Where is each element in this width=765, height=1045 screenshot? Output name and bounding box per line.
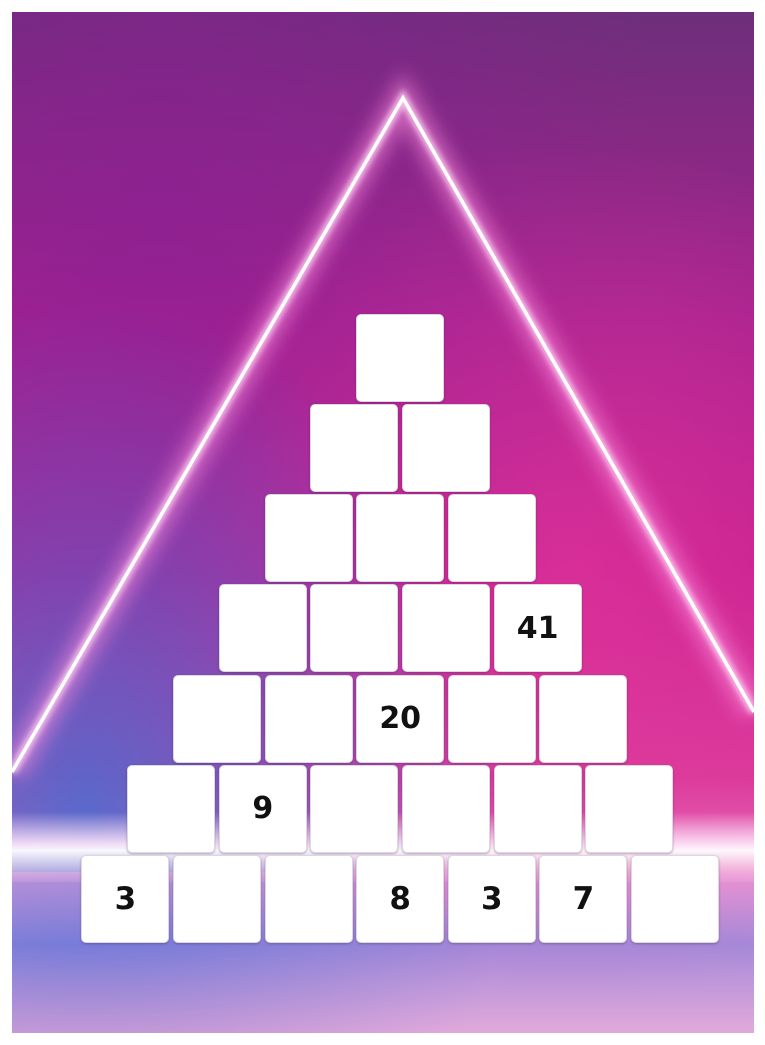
pyramid-cell-r5-c3[interactable]: 20 xyxy=(356,675,444,763)
pyramid-cell-r4-c4[interactable]: 41 xyxy=(494,584,582,672)
pyramid-cell-r7-c7[interactable] xyxy=(631,855,719,943)
pyramid-cell-r7-c4[interactable]: 8 xyxy=(356,855,444,943)
pyramid-cell-r5-c2[interactable] xyxy=(265,675,353,763)
pyramid-cell-r4-c3[interactable] xyxy=(402,584,490,672)
pyramid-cell-r4-c1[interactable] xyxy=(219,584,307,672)
pyramid-cell-r6-c1[interactable] xyxy=(127,765,215,853)
pyramid-cell-r3-c1[interactable] xyxy=(265,494,353,582)
pyramid-cell-r5-c1[interactable] xyxy=(173,675,261,763)
pyramid-cell-r7-c6[interactable]: 7 xyxy=(539,855,627,943)
pyramid-cell-r5-c5[interactable] xyxy=(539,675,627,763)
pyramid-cell-r7-c5[interactable]: 3 xyxy=(448,855,536,943)
pyramid-cell-r3-c3[interactable] xyxy=(448,494,536,582)
pyramid-cell-r5-c4[interactable] xyxy=(448,675,536,763)
pyramid-cell-r6-c2[interactable]: 9 xyxy=(219,765,307,853)
pyramid-cell-r6-c6[interactable] xyxy=(585,765,673,853)
pyramid-cell-r7-c1[interactable]: 3 xyxy=(81,855,169,943)
pyramid-cell-r6-c3[interactable] xyxy=(310,765,398,853)
pyramid-cell-r2-c2[interactable] xyxy=(402,404,490,492)
pyramid-cell-r1-c1[interactable] xyxy=(356,314,444,402)
pyramid-cell-r7-c2[interactable] xyxy=(173,855,261,943)
pyramid-cell-r6-c5[interactable] xyxy=(494,765,582,853)
pyramid-cell-r3-c2[interactable] xyxy=(356,494,444,582)
pyramid-cell-r7-c3[interactable] xyxy=(265,855,353,943)
pyramid-cell-r2-c1[interactable] xyxy=(310,404,398,492)
pyramid-cell-r4-c2[interactable] xyxy=(310,584,398,672)
pyramid-cell-r6-c4[interactable] xyxy=(402,765,490,853)
